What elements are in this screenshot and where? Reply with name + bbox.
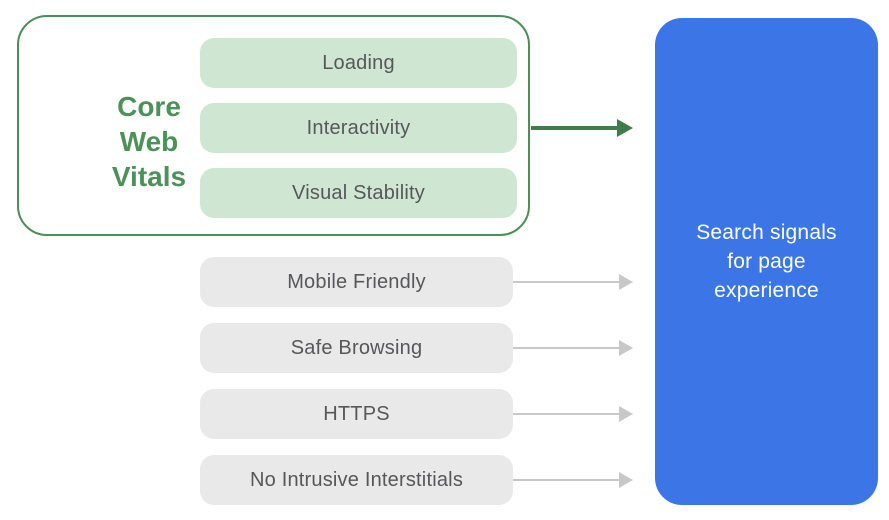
pill-no-intrusive-interstitials: No Intrusive Interstitials — [200, 455, 513, 505]
arrowhead-icon — [619, 340, 633, 356]
core-web-vitals-label: Core Web Vitals — [111, 91, 187, 192]
arrow-shaft — [513, 412, 619, 416]
arrow-shaft — [513, 280, 619, 284]
arrow-no-intrusive-interstitials — [513, 471, 633, 489]
pill-https: HTTPS — [200, 389, 513, 439]
arrow-core-web-vitals — [531, 118, 633, 138]
pill-loading: Loading — [200, 38, 517, 88]
search-signals-target-box: Search signals for page experience — [655, 18, 878, 505]
arrow-https — [513, 405, 633, 423]
search-signals-label: Search signals for page experience — [696, 221, 837, 302]
pill-interactivity: Interactivity — [200, 103, 517, 153]
arrowhead-icon — [619, 274, 633, 290]
arrow-shaft — [513, 346, 619, 350]
arrow-safe-browsing — [513, 339, 633, 357]
arrow-shaft — [531, 126, 617, 130]
arrow-shaft — [513, 478, 619, 482]
arrow-mobile-friendly — [513, 273, 633, 291]
arrowhead-icon — [617, 119, 633, 137]
pill-safe-browsing: Safe Browsing — [200, 323, 513, 373]
pill-visual-stability: Visual Stability — [200, 168, 517, 218]
pill-mobile-friendly: Mobile Friendly — [200, 257, 513, 307]
arrowhead-icon — [619, 472, 633, 488]
arrowhead-icon — [619, 406, 633, 422]
